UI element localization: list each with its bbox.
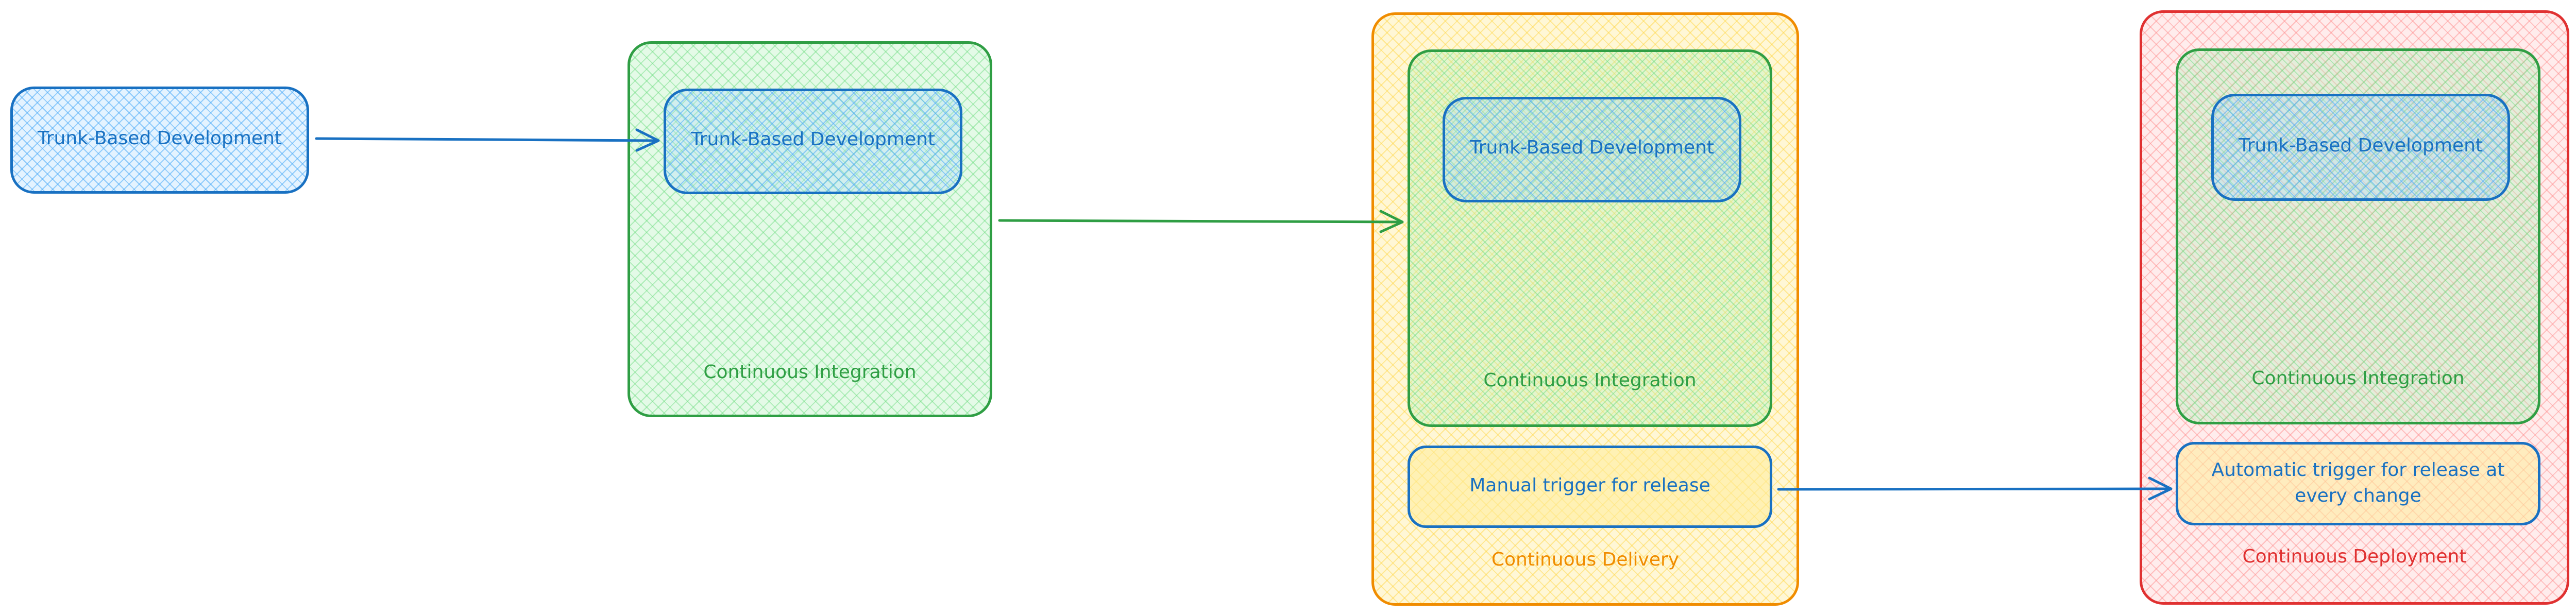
arrow-ci-to-delivery bbox=[998, 219, 1403, 224]
stage3-trigger-label: Manual trigger for release bbox=[1469, 475, 1710, 496]
stage3-cd-label: Continuous Delivery bbox=[1491, 549, 1680, 570]
stage4-trunk-box bbox=[2211, 94, 2510, 201]
stage3-trigger-box bbox=[1408, 446, 1772, 528]
stage3-trunk-label: Trunk-Based Development bbox=[1470, 137, 1714, 158]
stage2-trunk-box bbox=[664, 89, 962, 194]
stage3-ci-label: Continuous Integration bbox=[1483, 370, 1697, 391]
stage1-trunk-label: Trunk-Based Development bbox=[38, 128, 282, 149]
stage3-trunk-box bbox=[1443, 97, 1741, 202]
arrow-trunk-to-ci bbox=[315, 137, 659, 142]
stage4-trunk-label: Trunk-Based Development bbox=[2239, 135, 2483, 156]
stage4-trigger-label: Automatic trigger for release at every c… bbox=[2211, 459, 2505, 506]
stage4-deploy-label: Continuous Deployment bbox=[2242, 546, 2467, 567]
stage2-trunk-label: Trunk-Based Development bbox=[691, 129, 935, 150]
stage4-ci-label: Continuous Integration bbox=[2251, 368, 2465, 389]
stage2-ci-label: Continuous Integration bbox=[703, 362, 917, 383]
stage1-trunk-box bbox=[10, 87, 309, 194]
stage4-trigger-box bbox=[2176, 442, 2540, 525]
